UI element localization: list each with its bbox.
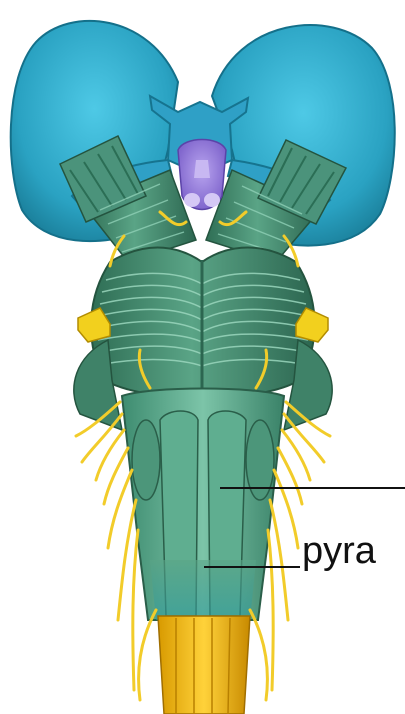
pons xyxy=(91,248,315,398)
medulla xyxy=(122,389,284,621)
olive-left xyxy=(132,420,160,500)
mammillary-region xyxy=(178,140,226,210)
spinal-cord xyxy=(158,616,250,714)
label-pyramid: pyra xyxy=(302,532,376,570)
